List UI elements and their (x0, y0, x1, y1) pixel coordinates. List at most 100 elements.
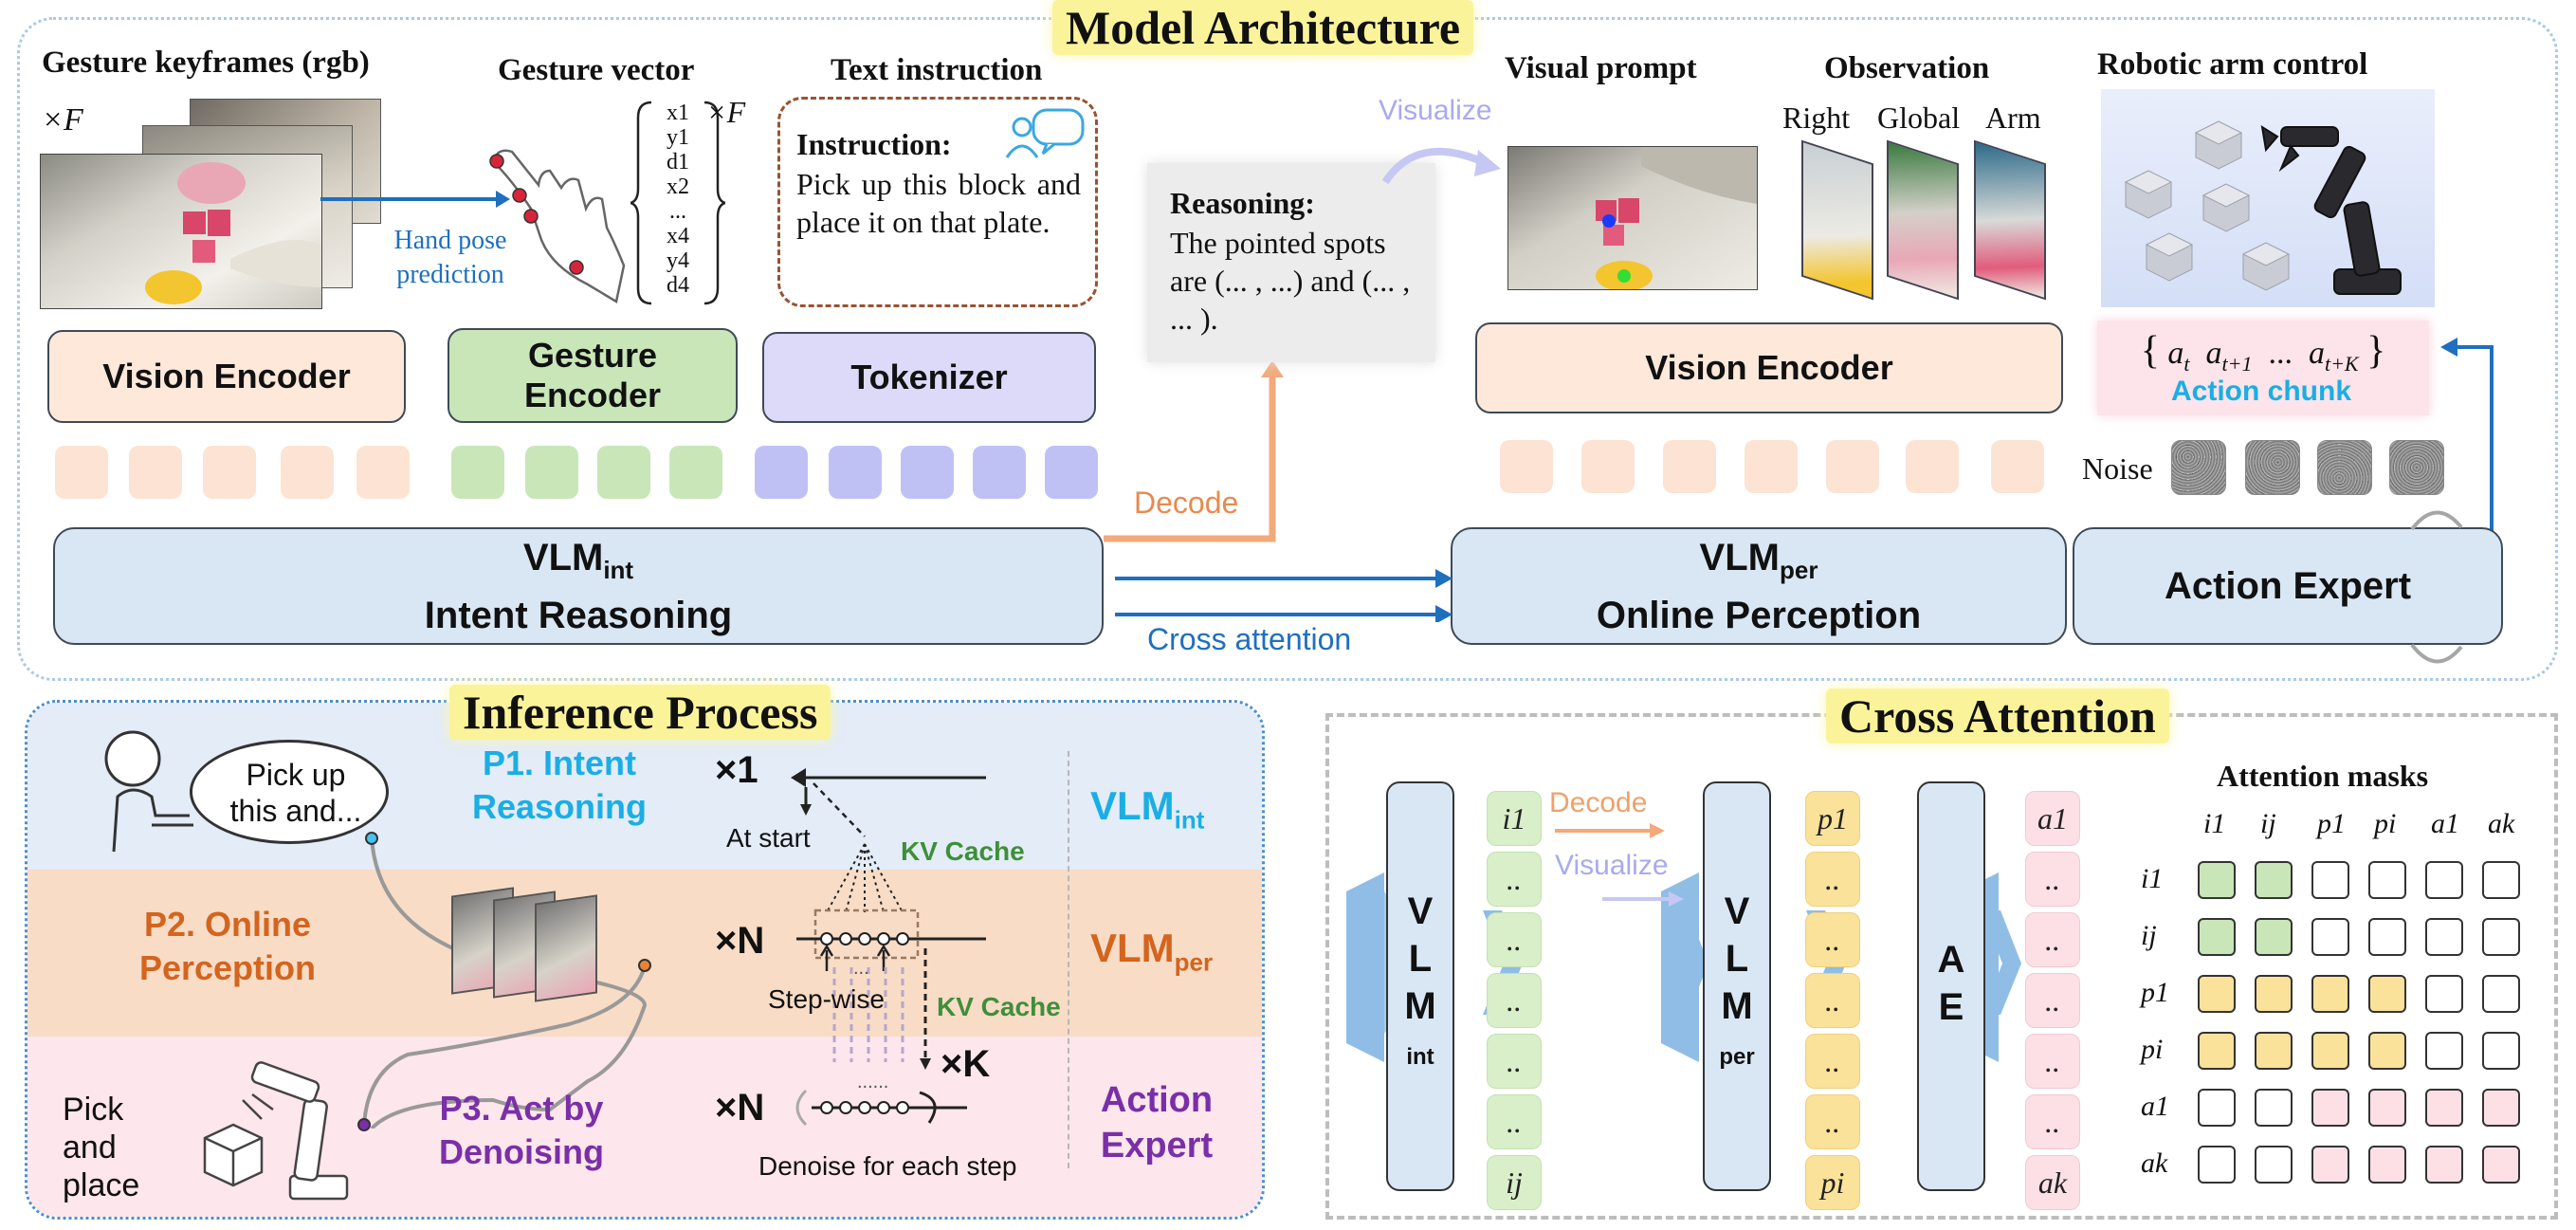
obs-label-global: Global (1877, 101, 1961, 135)
action-token: at+1 (2205, 336, 2253, 376)
act-token: .. (2025, 912, 2080, 967)
vlm-int-description: Intent Reasoning (424, 594, 733, 636)
mask-row-header: i1 (2141, 863, 2164, 894)
per-token: pi (1805, 1155, 1860, 1210)
p2-label: P2. Online Perception (138, 905, 317, 987)
act-token: a1 (2025, 791, 2080, 846)
right-vlm-per: VLMper (1090, 926, 1214, 977)
at-start-label: At start (726, 823, 811, 853)
vision-token (281, 446, 334, 499)
visual-token (1906, 440, 1959, 493)
mask-cell (2311, 861, 2349, 899)
visualize-label: Visualize (1379, 95, 1492, 126)
cross-title: Cross Attention (1826, 688, 2169, 744)
mask-cell (2425, 918, 2463, 956)
cross-attention-label: Cross attention (1147, 622, 1352, 656)
mask-col-header: i1 (2203, 808, 2226, 839)
mask-cell (2368, 861, 2406, 899)
cross-decode-label: Decode (1549, 787, 1648, 818)
right-vlm-int: VLMint (1090, 783, 1205, 835)
cross-vlm-int-text: VLM (1399, 890, 1441, 1033)
inference-title: Inference Process (449, 685, 831, 740)
hand-icon (489, 149, 626, 303)
mask-row-header: pi (2141, 1034, 2164, 1065)
mask-col-header: ak (2488, 808, 2515, 839)
mask-cell (2255, 1089, 2293, 1127)
xN-label-2: ×N (715, 1087, 765, 1129)
per-token: p1 (1805, 791, 1860, 846)
action-expert-block: Action Expert (2073, 527, 2503, 645)
noise-label: Noise (2082, 451, 2153, 486)
gesture-vector-items: x1 y1 d1 x2 ... x4 y4 d4 (654, 101, 702, 298)
chunk-brace-right: } (2366, 329, 2386, 373)
noise-token (2171, 440, 2226, 495)
mask-cell (2425, 975, 2463, 1013)
vector-item: d4 (667, 273, 689, 298)
mask-cell (2198, 861, 2236, 899)
gesture-token (451, 446, 504, 499)
per-token: .. (1805, 973, 1860, 1028)
mask-cell (2198, 1089, 2236, 1127)
text-token (901, 446, 954, 499)
mask-cell (2368, 1089, 2406, 1127)
speech-text: Pick up this and... (229, 758, 362, 828)
vector-item: x1 (667, 101, 689, 125)
obs-label-arm: Arm (1985, 101, 2041, 135)
mask-cell (2482, 1089, 2520, 1127)
int-token: ij (1487, 1155, 1542, 1210)
mask-cell (2311, 975, 2349, 1013)
gesture-encoder: Gesture Encoder (448, 328, 738, 423)
step-wise-label: Step-wise (768, 984, 885, 1014)
visual-prompt-image (1507, 146, 1758, 290)
int-token: .. (1487, 1094, 1542, 1149)
mask-cell (2255, 861, 2293, 899)
text-token (1045, 446, 1098, 499)
visualize-arrow (1381, 147, 1501, 185)
hand-pose-arrow (320, 191, 510, 208)
mask-row-header: p1 (2141, 977, 2169, 1008)
act-token: .. (2025, 1034, 2080, 1089)
robot-arm-sketch (203, 1061, 349, 1201)
instruction-text: Pick up this block and place it on that … (796, 167, 1081, 239)
act-token: ak (2025, 1155, 2080, 1210)
vision-token (55, 446, 108, 499)
vision-token (356, 446, 410, 499)
gesture-token (669, 446, 722, 499)
obs-image-right (1801, 139, 1873, 301)
visual-prompt-scene (1596, 147, 1757, 289)
visual-token (1991, 440, 2044, 493)
act-token: .. (2025, 1094, 2080, 1149)
p3-label: P3. Act by Denoising (438, 1089, 604, 1171)
mask-cell (2482, 918, 2520, 956)
cross-ae-text: AE (1930, 939, 1972, 1034)
hand-pose-label: Hand pose prediction (393, 226, 507, 289)
vector-times-f: ×F (706, 95, 746, 129)
vector-item: x2 (667, 174, 689, 199)
denoise-loop-top (2410, 510, 2463, 531)
reasoning-box (1147, 163, 1435, 362)
int-token: i1 (1487, 791, 1542, 846)
mask-cell (2482, 1032, 2520, 1070)
mask-row-header: ak (2141, 1147, 2168, 1179)
speech-path-2 (357, 959, 651, 1131)
action-ellipsis: ... (2268, 336, 2293, 371)
action-chunk-label: Action chunk (2171, 376, 2352, 407)
visual-token (1826, 440, 1879, 493)
int-token: .. (1487, 973, 1542, 1028)
instruction-box (777, 97, 1098, 307)
robotic-arm-scene (2124, 120, 2402, 295)
text-token (829, 446, 882, 499)
cross-visualize-label: Visualize (1555, 850, 1669, 881)
mask-row-header: a1 (2141, 1091, 2169, 1122)
mask-cell (2255, 975, 2293, 1013)
reasoning-text: The pointed spots are (... , ...) and (.… (1170, 226, 1411, 336)
pick-place-label: Pick and place (63, 1092, 140, 1203)
mask-col-header: ij (2260, 808, 2276, 839)
act-token: .. (2025, 973, 2080, 1028)
timeline-dots-1: ... (853, 958, 869, 979)
xK-label: ×K (941, 1043, 991, 1085)
p1-label: P1. Intent Reasoning (471, 744, 648, 826)
reasoning-label: Reasoning: (1170, 186, 1315, 220)
mask-cell (2482, 1146, 2520, 1184)
per-token: .. (1805, 912, 1860, 967)
